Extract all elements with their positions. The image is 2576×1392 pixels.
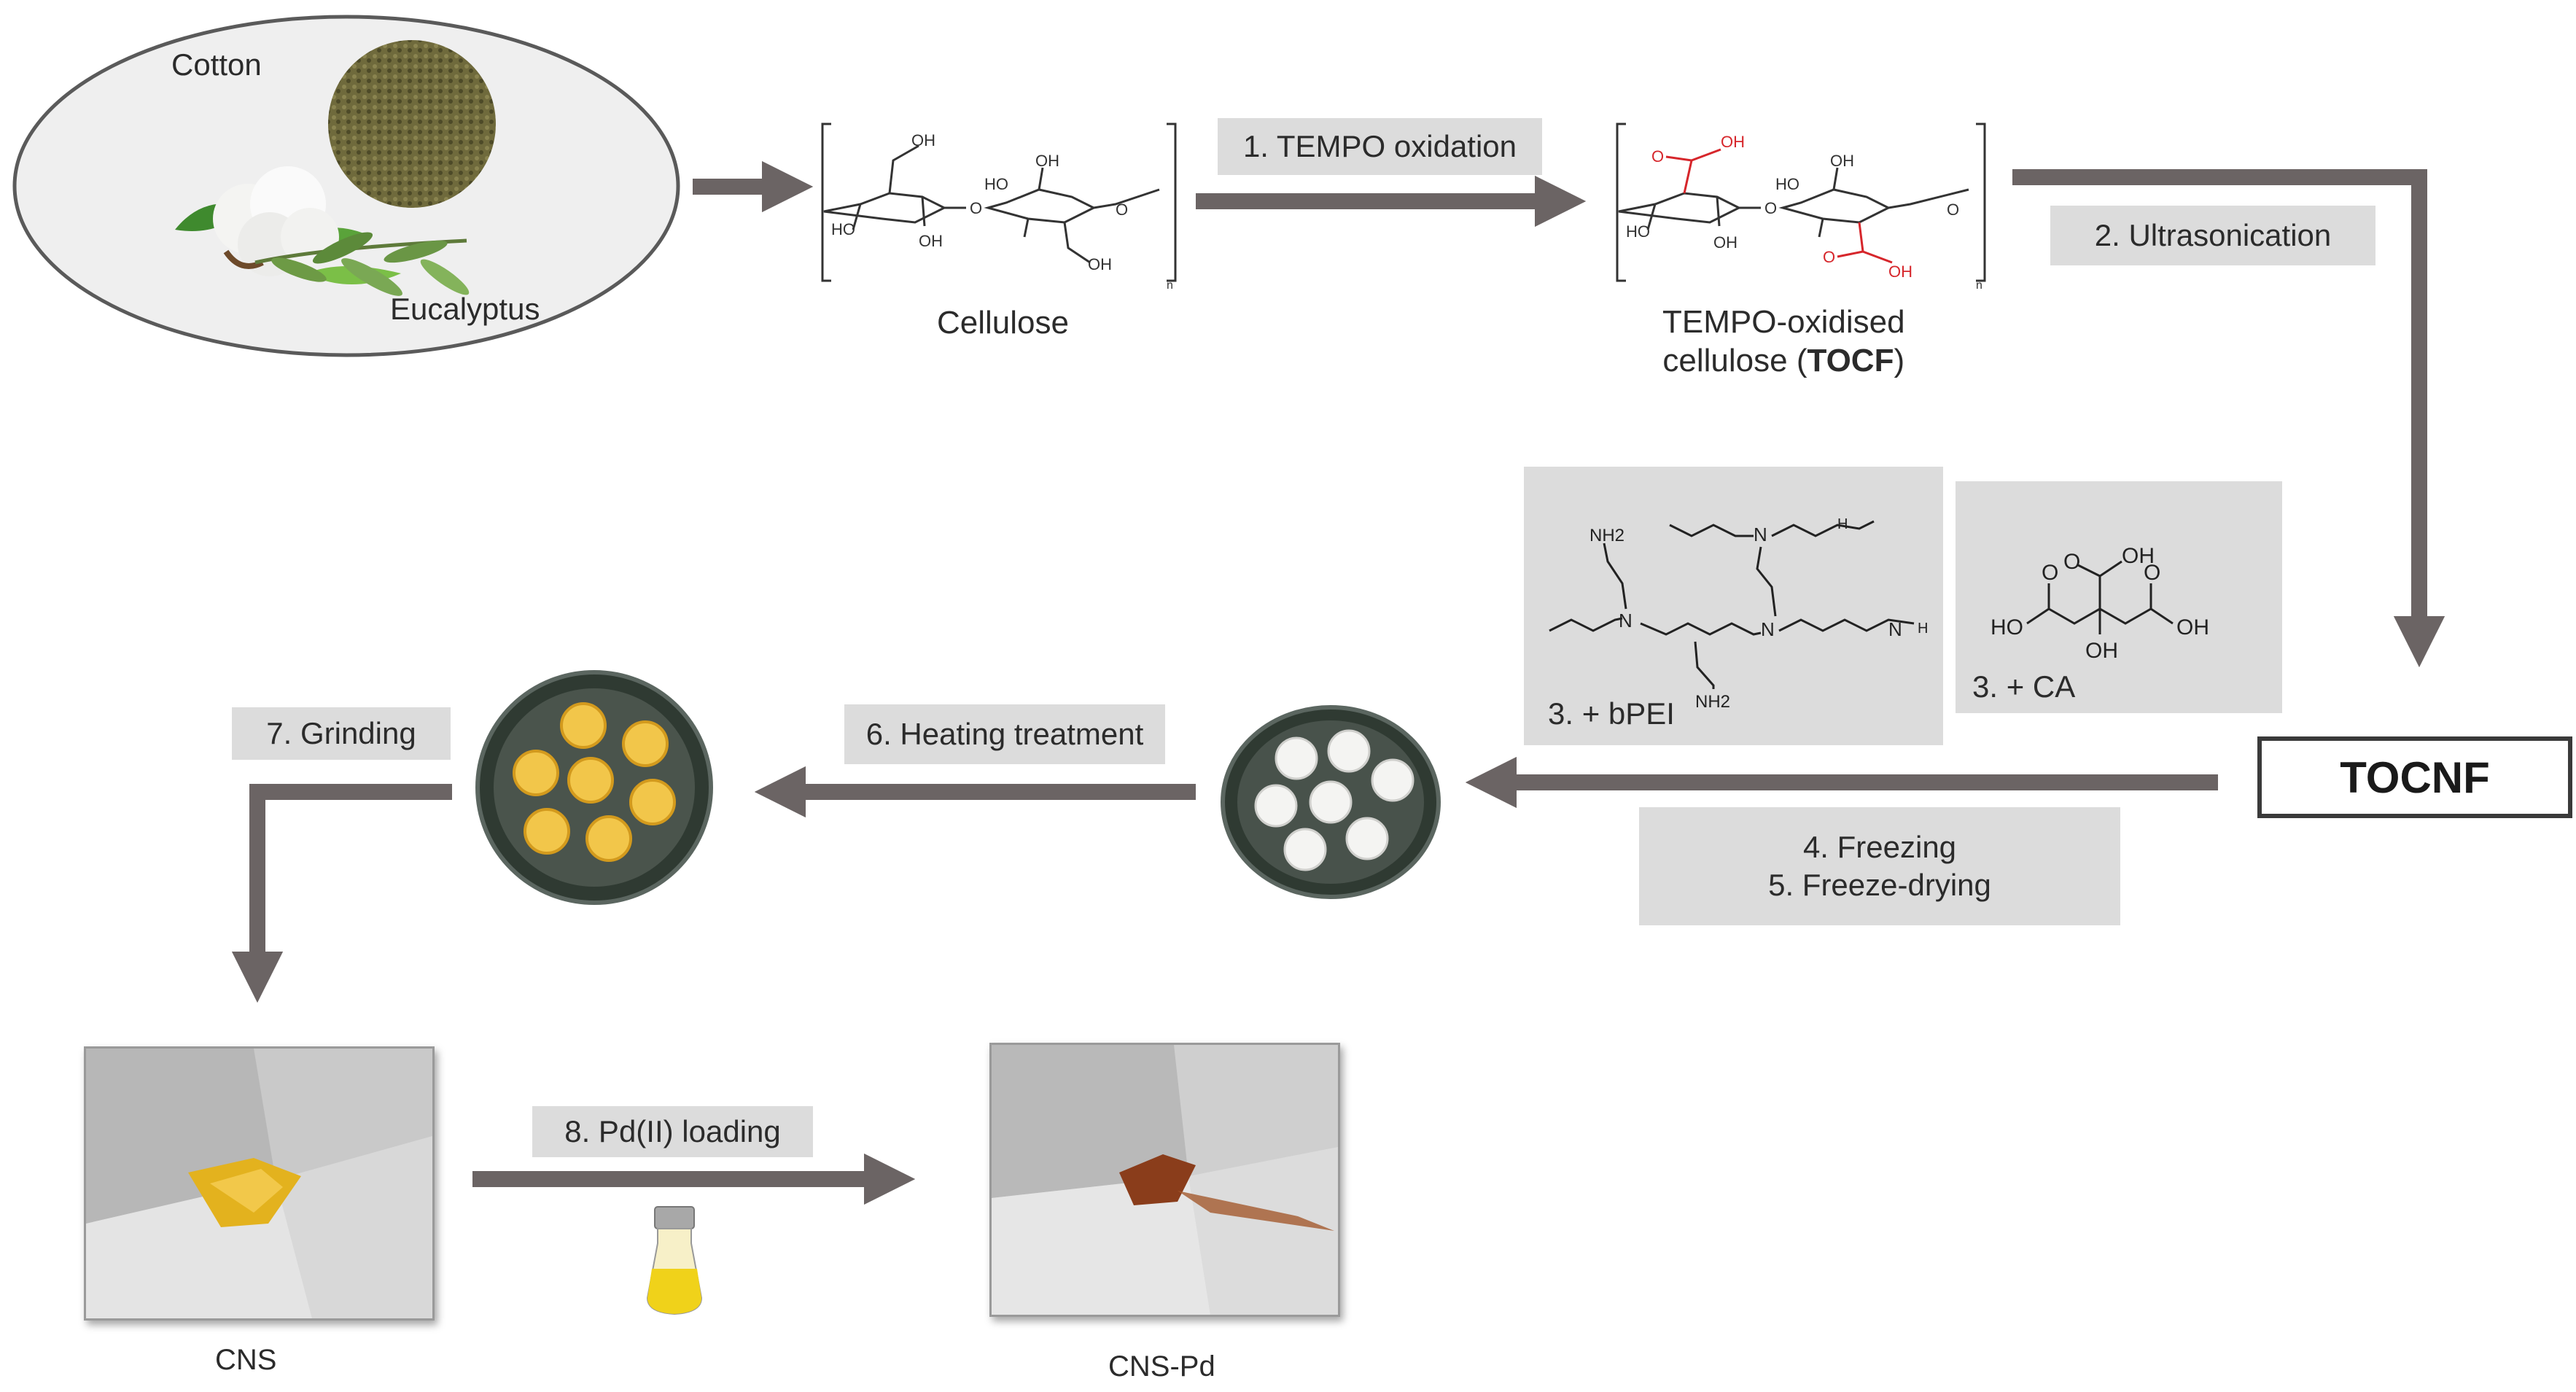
step-5-freeze-drying: 5. Freeze-drying xyxy=(1768,868,1991,902)
eucalyptus-powder-image xyxy=(328,40,496,208)
arrow-ultrasonication xyxy=(2012,169,2445,668)
arrow-grinding xyxy=(231,784,452,1003)
svg-text:n: n xyxy=(1976,279,1982,292)
eucalyptus-label: Eucalyptus xyxy=(390,292,540,326)
svg-text:OH: OH xyxy=(2085,639,2118,663)
svg-text:HO: HO xyxy=(984,175,1008,193)
aerogel-dish-white xyxy=(1221,705,1441,899)
svg-text:NH2: NH2 xyxy=(1695,692,1730,712)
step-8-pd-loading: 8. Pd(II) loading xyxy=(532,1106,813,1157)
eucalyptus-leaves-image xyxy=(254,232,470,296)
svg-text:N: N xyxy=(1888,618,1902,640)
svg-text:H: H xyxy=(1918,621,1928,637)
cns-pd-label: CNS-Pd xyxy=(1108,1350,1215,1383)
svg-text:OH: OH xyxy=(1888,263,1912,281)
tocf-structure: OH O HO OH O HO OH O OH O n xyxy=(1616,123,1986,292)
svg-text:O: O xyxy=(2063,550,2080,574)
svg-text:HO: HO xyxy=(1991,615,2023,639)
svg-text:O: O xyxy=(1823,248,1835,266)
svg-text:O: O xyxy=(1651,147,1664,166)
svg-text:OH: OH xyxy=(1830,152,1854,170)
svg-text:O: O xyxy=(2042,561,2058,585)
step-1-tempo-oxidation: 1. TEMPO oxidation xyxy=(1218,118,1542,175)
svg-text:OH: OH xyxy=(1721,133,1745,151)
svg-text:n: n xyxy=(1167,279,1173,292)
svg-text:OH: OH xyxy=(2122,544,2155,568)
step-7-grinding: 7. Grinding xyxy=(232,707,451,760)
svg-text:HO: HO xyxy=(1626,222,1650,241)
tocf-label: TEMPO-oxidised cellulose (TOCF) xyxy=(1662,304,1905,378)
cotton-label: Cotton xyxy=(171,47,262,82)
svg-text:OH: OH xyxy=(919,232,943,250)
step-3-bpei: 3. + bPEI xyxy=(1548,696,1675,731)
svg-text:HO: HO xyxy=(1775,175,1799,193)
svg-text:H: H xyxy=(1837,516,1848,532)
svg-text:N: N xyxy=(1754,524,1767,545)
cns-photo xyxy=(84,1046,435,1321)
svg-text:OH: OH xyxy=(1088,255,1112,273)
cellulose-structure: OH HO OH O HO OH OH O n xyxy=(821,123,1177,292)
svg-text:N: N xyxy=(1761,618,1775,640)
citric-acid-structure: HO O O OH O OH OH xyxy=(1991,544,2209,663)
svg-text:N: N xyxy=(1619,610,1633,631)
tocnf-box: TOCNF xyxy=(2257,736,2572,818)
svg-text:HO: HO xyxy=(831,220,855,238)
svg-text:O: O xyxy=(1116,201,1128,219)
pd-solution-vial-image xyxy=(646,1206,703,1315)
svg-text:O: O xyxy=(970,199,982,217)
svg-text:NH2: NH2 xyxy=(1589,526,1624,545)
step-2-ultrasonication: 2. Ultrasonication xyxy=(2050,206,2375,265)
ca-panel xyxy=(1956,481,2282,713)
svg-text:OH: OH xyxy=(1713,233,1738,252)
step-3-ca: 3. + CA xyxy=(1972,669,2076,704)
cellulose-label: Cellulose xyxy=(937,305,1069,341)
step-4-5-freezing: 4. Freezing 5. Freeze-drying xyxy=(1639,807,2120,925)
bpei-panel xyxy=(1524,467,1943,745)
cns-pd-photo xyxy=(989,1043,1340,1317)
svg-text:OH: OH xyxy=(1035,152,1059,170)
bpei-structure: NH2 N N NH2 N N H H xyxy=(1549,516,1928,712)
svg-text:O: O xyxy=(1947,201,1959,219)
cns-label: CNS xyxy=(215,1344,277,1376)
step-6-heating-treatment: 6. Heating treatment xyxy=(844,704,1165,764)
step-4-freezing: 4. Freezing xyxy=(1802,829,1957,864)
svg-text:O: O xyxy=(2144,561,2160,585)
svg-text:O: O xyxy=(1764,199,1777,217)
svg-text:OH: OH xyxy=(2176,615,2209,639)
svg-text:OH: OH xyxy=(911,131,935,149)
aerogel-dish-heated xyxy=(475,670,713,905)
